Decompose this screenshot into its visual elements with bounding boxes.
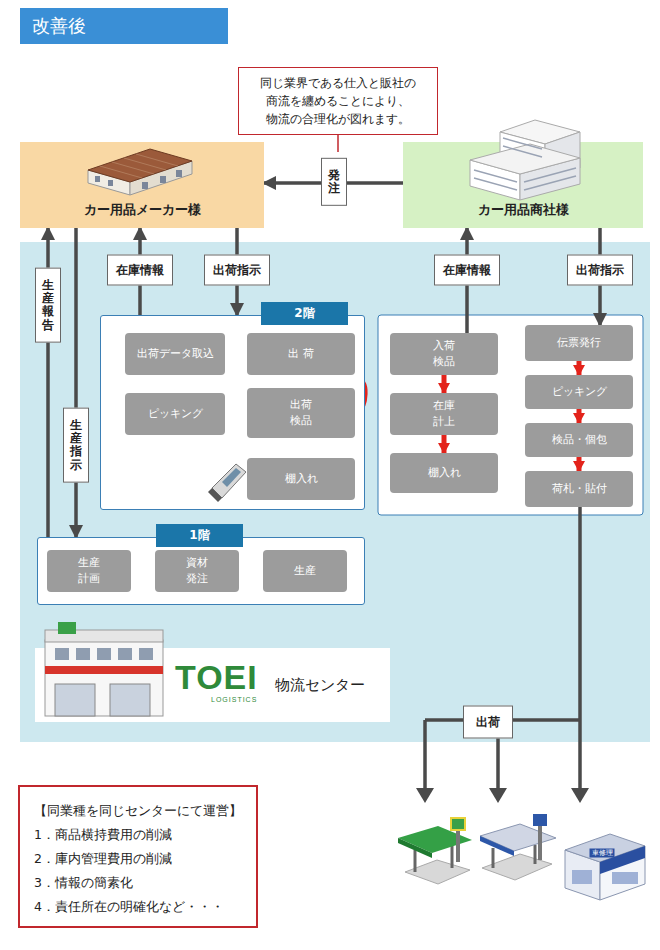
process-box: 入荷 検品 (390, 333, 498, 375)
flow-arrow (442, 375, 447, 393)
box-text: カー用品メーカー様 (84, 201, 201, 219)
process-box: 検品・個包 (525, 423, 633, 457)
box-text: 資材 発注 (181, 555, 214, 587)
store-sign-text: 車修理 (590, 849, 615, 858)
box-line: 3．情報の簡素化 (34, 871, 242, 895)
flow-arrow (577, 409, 582, 423)
box-text: 入荷 検品 (428, 338, 461, 370)
callout-leader (337, 135, 339, 152)
box-line: 4．責任所在の明確化など・・・ (34, 895, 242, 919)
box-line: 1．商品横持費用の削減 (34, 823, 242, 847)
edge-label: 生産報告 (35, 268, 61, 343)
process-box: 出荷データ取込 (125, 333, 225, 375)
process-box: ピッキング (525, 375, 633, 409)
box-text: ピッキング (148, 406, 203, 422)
process-box: 在庫 計上 (390, 393, 498, 435)
box-text: 同じ業界である仕入と販社の 商流を纏めることにより、 物流の合理化が図れます。 (259, 74, 417, 128)
note-box: 【同業種を同じセンターにて運営】1．商品横持費用の削減2．庫内管理費用の削減3．… (18, 785, 258, 928)
box-text: 検品・個包 (552, 432, 607, 448)
floor-area: 1階生産 計画資材 発注生産 (37, 537, 365, 605)
office-illustration (470, 120, 580, 200)
connector-arrow (74, 228, 78, 537)
logistics-center-building (45, 622, 163, 716)
shipping-label: 出荷 (463, 706, 513, 739)
shipping-heads (416, 788, 589, 803)
gas-station (398, 818, 472, 884)
process-box: 出荷 検品 (247, 388, 355, 438)
box-text: 伝票発行 (557, 335, 601, 351)
box-line: 2．庫内管理費用の削減 (34, 847, 242, 871)
box-text: TOEI (175, 660, 258, 694)
box-text: 出荷データ取込 (137, 346, 214, 362)
handheld-scanner (208, 464, 246, 502)
box-line: 物流センター (275, 676, 365, 694)
floor-tab: 2階 (261, 302, 348, 325)
process-box: 資材 発注 (155, 550, 239, 592)
center-panel (20, 242, 650, 742)
trader-band: カー用品商社様 (403, 142, 643, 228)
edge-label: 生産指示 (63, 408, 89, 483)
flow-arrow (577, 361, 582, 375)
process-box: 生産 計画 (47, 550, 131, 592)
repair-store (565, 834, 645, 900)
car-shop (480, 814, 556, 880)
process-box: 荷札・貼付 (525, 471, 633, 507)
box-text: ピッキング (552, 384, 607, 400)
process-box: 伝票発行 (525, 325, 633, 361)
logistics-center-box: TOEI LOGISTICS 物流センター (35, 648, 390, 722)
edge-label: 出荷指示 (567, 255, 633, 286)
floor-tab: 1階 (156, 524, 243, 547)
floor-area: 2階出荷データ取込出 荷ピッキング出荷 検品棚入れ (100, 315, 365, 510)
box-text: 出 荷 (288, 346, 314, 362)
process-box: 生産 (263, 550, 347, 592)
process-box: 出 荷 (247, 333, 355, 375)
edge-label: 発注 (321, 158, 347, 206)
callout-box: 同じ業界である仕入と販社の 商流を纏めることにより、 物流の合理化が図れます。 (238, 67, 438, 135)
box-text: 在庫 計上 (428, 398, 461, 430)
box-text: 棚入れ (428, 465, 461, 481)
box-text: 荷札・貼付 (552, 481, 607, 497)
box-text: 出荷 検品 (285, 397, 318, 429)
box-text: 生産 計画 (73, 555, 106, 587)
box-text: 生産 (294, 563, 316, 579)
warehouse-illustration (88, 149, 192, 195)
maker-band: カー用品メーカー様 (20, 142, 264, 228)
box-text: カー用品商社様 (478, 201, 569, 219)
box-text: 棚入れ (285, 471, 318, 487)
process-box: ピッキング (125, 393, 225, 435)
page-title: 改善後 (20, 8, 228, 44)
shipping-lines (425, 507, 580, 790)
flow-arrow (577, 457, 582, 471)
box-text: 【同業種を同じセンターにて運営】 (34, 799, 242, 823)
edge-label: 出荷指示 (204, 255, 270, 286)
process-box: 棚入れ (247, 458, 355, 500)
edge-label: 在庫情報 (434, 255, 500, 286)
flow-arrow (442, 435, 447, 453)
trading-area-frame (378, 315, 643, 515)
process-box: 棚入れ (390, 453, 498, 493)
box-line: LOGISTICS (211, 696, 257, 703)
edge-label: 在庫情報 (107, 255, 173, 286)
